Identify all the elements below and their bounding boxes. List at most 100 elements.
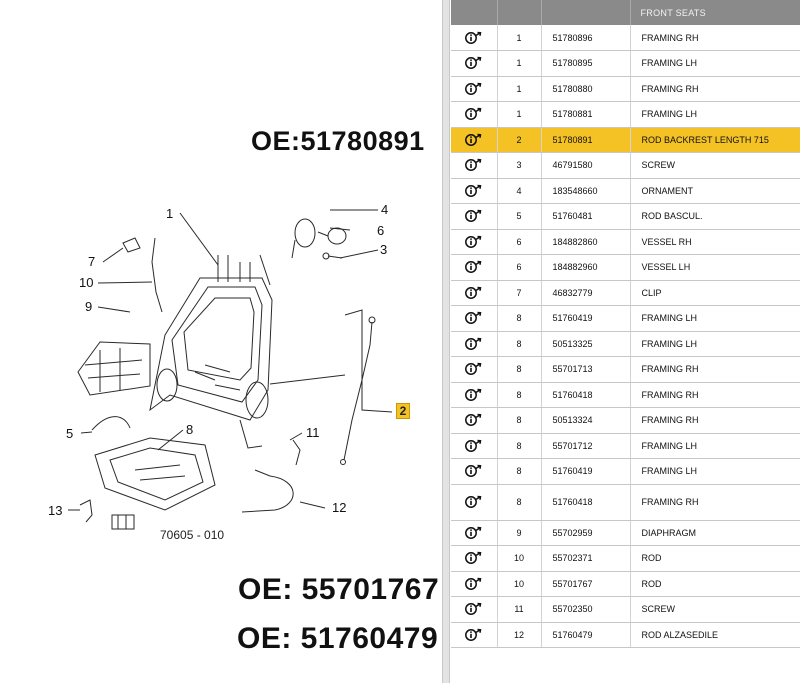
row-info-cell[interactable] xyxy=(451,571,498,597)
row-info-cell[interactable] xyxy=(451,229,498,255)
row-info-cell[interactable] xyxy=(451,50,498,77)
row-info-cell[interactable] xyxy=(451,152,498,179)
info-arrow-icon[interactable] xyxy=(464,107,483,121)
row-ref: 8 xyxy=(497,458,542,485)
row-ref: 10 xyxy=(497,545,542,572)
row-info-cell[interactable] xyxy=(451,280,498,306)
info-arrow-icon[interactable] xyxy=(464,82,483,96)
row-info-cell[interactable] xyxy=(451,331,498,357)
row-info-cell[interactable] xyxy=(451,101,498,128)
callout-2-highlighted[interactable]: 2 xyxy=(396,403,410,419)
info-arrow-icon[interactable] xyxy=(464,439,483,453)
info-arrow-icon[interactable] xyxy=(464,495,483,509)
info-arrow-icon[interactable] xyxy=(464,31,483,45)
table-header-row: FRONT SEATS xyxy=(451,0,800,25)
row-part-code: 51760419 xyxy=(541,305,631,332)
row-ref: 2 xyxy=(497,127,542,153)
row-info-cell[interactable] xyxy=(451,127,498,153)
row-info-cell[interactable] xyxy=(451,25,498,51)
row-ref: 1 xyxy=(497,76,542,102)
row-info-cell[interactable] xyxy=(451,484,498,521)
row-info-cell[interactable] xyxy=(451,545,498,572)
info-arrow-icon[interactable] xyxy=(464,526,483,540)
row-info-cell[interactable] xyxy=(451,458,498,485)
row-info-cell[interactable] xyxy=(451,433,498,459)
row-description: FRAMING LH xyxy=(630,331,800,357)
seat-exploded-view xyxy=(68,209,393,530)
row-info-cell[interactable] xyxy=(451,178,498,204)
info-arrow-icon[interactable] xyxy=(464,209,483,223)
info-arrow-icon[interactable] xyxy=(464,260,483,274)
info-arrow-icon[interactable] xyxy=(464,56,483,70)
row-info-cell[interactable] xyxy=(451,254,498,281)
row-ref: 12 xyxy=(497,622,542,648)
row-description: FRAMING RH xyxy=(630,407,800,434)
info-arrow-icon[interactable] xyxy=(464,577,483,591)
info-arrow-icon[interactable] xyxy=(464,337,483,351)
row-part-code: 51760418 xyxy=(541,484,631,521)
row-part-code: 55702959 xyxy=(541,520,631,546)
row-description: ROD BASCUL. xyxy=(630,203,800,230)
info-arrow-icon[interactable] xyxy=(464,464,483,478)
row-description: ROD BACKREST LENGTH 715 xyxy=(630,127,800,153)
row-ref: 8 xyxy=(497,484,542,521)
info-arrow-icon[interactable] xyxy=(464,551,483,565)
oe-label-1: OE:51780891 xyxy=(251,126,425,156)
info-arrow-icon[interactable] xyxy=(464,158,483,172)
info-arrow-icon[interactable] xyxy=(464,413,483,427)
callout-1: 1 xyxy=(166,206,174,221)
info-arrow-icon[interactable] xyxy=(464,133,483,147)
row-info-cell[interactable] xyxy=(451,76,498,102)
info-arrow-icon[interactable] xyxy=(464,362,483,376)
row-info-cell[interactable] xyxy=(451,407,498,434)
info-arrow-icon[interactable] xyxy=(464,235,483,249)
info-arrow-icon[interactable] xyxy=(464,286,483,300)
info-arrow-icon[interactable] xyxy=(464,388,483,402)
header-section-title: FRONT SEATS xyxy=(630,0,800,25)
info-arrow-icon[interactable] xyxy=(464,602,483,616)
row-info-cell[interactable] xyxy=(451,305,498,332)
row-description: FRAMING LH xyxy=(630,433,800,459)
row-info-cell[interactable] xyxy=(451,356,498,383)
row-info-cell[interactable] xyxy=(451,622,498,648)
info-arrow-icon[interactable] xyxy=(464,628,483,642)
info-arrow-icon[interactable] xyxy=(464,311,483,325)
row-ref: 5 xyxy=(497,203,542,230)
row-part-code: 51780896 xyxy=(541,25,631,51)
row-info-cell[interactable] xyxy=(451,382,498,408)
row-ref: 8 xyxy=(497,407,542,434)
info-arrow-icon[interactable] xyxy=(464,184,483,198)
row-part-code: 51780881 xyxy=(541,101,631,128)
callout-6: 6 xyxy=(377,223,385,238)
row-info-cell[interactable] xyxy=(451,203,498,230)
row-part-code: 184882960 xyxy=(541,254,631,281)
row-info-cell[interactable] xyxy=(451,596,498,623)
callout-9: 9 xyxy=(85,299,93,314)
row-info-cell[interactable] xyxy=(451,520,498,546)
